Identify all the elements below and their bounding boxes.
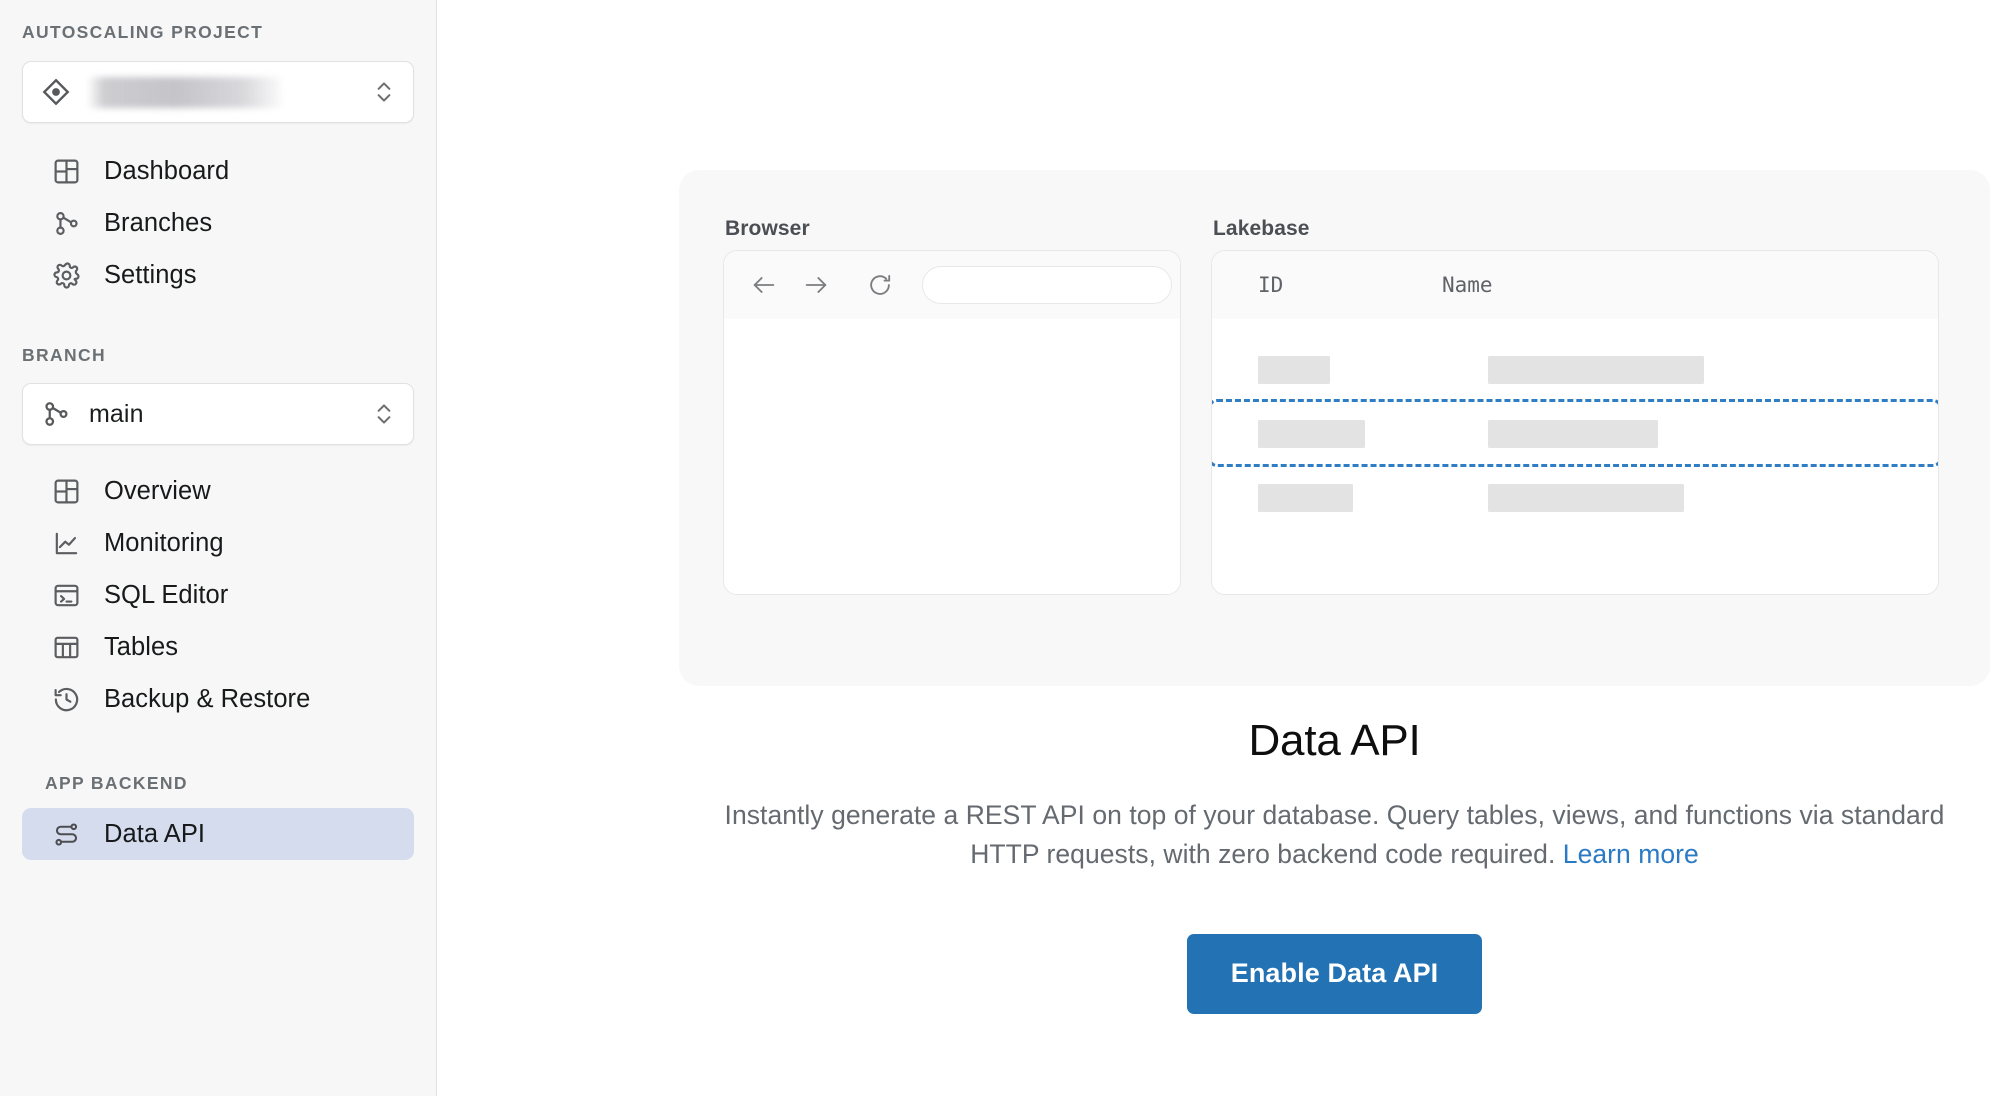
- branch-section-label: BRANCH: [22, 345, 106, 365]
- cell-placeholder-name: [1488, 420, 1658, 448]
- branch-selector[interactable]: main: [22, 383, 414, 445]
- sidebar-item-label: Backup & Restore: [104, 684, 311, 713]
- chevron-up-down-icon[interactable]: [371, 399, 397, 429]
- lakebase-table-mockup: ID Name: [1211, 250, 1939, 595]
- project-section-label: AUTOSCALING PROJECT: [22, 22, 264, 42]
- cell-placeholder-name: [1488, 484, 1684, 512]
- page-description: Instantly generate a REST API on top of …: [705, 796, 1965, 874]
- arrow-left-icon: [744, 265, 784, 305]
- project-name-redacted: [89, 76, 281, 108]
- sidebar-item-label: Branches: [104, 208, 213, 237]
- data-api-flow-icon: [51, 819, 81, 849]
- terminal-icon: [51, 580, 81, 610]
- sidebar-item-dashboard[interactable]: Dashboard: [22, 145, 414, 197]
- column-header-name: Name: [1442, 273, 1493, 297]
- cell-placeholder-id: [1258, 484, 1353, 512]
- layout-grid-icon: [51, 476, 81, 506]
- git-branch-icon: [51, 208, 81, 238]
- chevron-up-down-icon[interactable]: [371, 77, 397, 107]
- git-branch-icon: [41, 399, 71, 429]
- column-header-id: ID: [1258, 273, 1284, 297]
- sidebar-item-label: Overview: [104, 476, 211, 505]
- reload-icon: [860, 265, 900, 305]
- sidebar-item-label: SQL Editor: [104, 580, 229, 609]
- arrow-right-icon: [796, 265, 836, 305]
- sidebar-item-label: Monitoring: [104, 528, 224, 557]
- data-api-illustration: Browser: [679, 170, 1990, 686]
- sidebar: AUTOSCALING PROJECT: [0, 0, 437, 1096]
- browser-panel-title: Browser: [725, 217, 810, 240]
- sidebar-item-tables[interactable]: Tables: [22, 621, 414, 673]
- table-row: [1212, 399, 1938, 467]
- backend-nav: Data API: [0, 808, 436, 860]
- project-name-value: [71, 76, 371, 108]
- sidebar-item-sql-editor[interactable]: SQL Editor: [22, 569, 414, 621]
- sidebar-item-overview[interactable]: Overview: [22, 465, 414, 517]
- sidebar-item-label: Settings: [104, 260, 197, 289]
- enable-data-api-button[interactable]: Enable Data API: [1186, 934, 1483, 1015]
- table-body: [1212, 319, 1938, 530]
- sidebar-item-backup-restore[interactable]: Backup & Restore: [22, 673, 414, 725]
- cell-placeholder-id: [1258, 420, 1365, 448]
- browser-viewport: [724, 319, 1180, 594]
- learn-more-link[interactable]: Learn more: [1562, 839, 1699, 870]
- project-nav: Dashboard Branches: [0, 145, 436, 301]
- table-icon: [51, 632, 81, 662]
- sidebar-item-label: Dashboard: [104, 156, 230, 185]
- cell-placeholder-id: [1258, 356, 1330, 384]
- project-diamond-icon: [41, 77, 71, 107]
- sidebar-item-settings[interactable]: Settings: [22, 249, 414, 301]
- project-selector[interactable]: [22, 61, 414, 123]
- line-chart-icon: [51, 528, 81, 558]
- history-clock-icon: [51, 684, 81, 714]
- data-api-copy: Data API Instantly generate a REST API o…: [679, 716, 1990, 1015]
- branch-nav: Overview Monitoring: [0, 465, 436, 725]
- table-row: [1212, 466, 1938, 530]
- main-content: Browser: [437, 0, 2000, 1096]
- sidebar-item-label: Tables: [104, 632, 179, 661]
- sidebar-item-label: Data API: [104, 819, 206, 848]
- sidebar-item-monitoring[interactable]: Monitoring: [22, 517, 414, 569]
- cell-placeholder-name: [1488, 356, 1704, 384]
- sidebar-item-branches[interactable]: Branches: [22, 197, 414, 249]
- description-text: Instantly generate a REST API on top of …: [724, 800, 1945, 870]
- cta-container: Enable Data API: [679, 934, 1990, 1015]
- table-row: [1212, 338, 1938, 402]
- browser-url-bar[interactable]: [922, 266, 1172, 304]
- table-header-row: ID Name: [1212, 251, 1938, 319]
- browser-mockup: [723, 250, 1181, 595]
- browser-toolbar: [724, 251, 1180, 319]
- sidebar-item-data-api[interactable]: Data API: [22, 808, 414, 860]
- lakebase-panel-title: Lakebase: [1213, 217, 1310, 240]
- page-title: Data API: [1248, 716, 1421, 765]
- gear-icon: [51, 260, 81, 290]
- branch-name-value: main: [89, 399, 144, 428]
- layout-dashboard-icon: [51, 156, 81, 186]
- backend-section-label: APP BACKEND: [45, 773, 188, 793]
